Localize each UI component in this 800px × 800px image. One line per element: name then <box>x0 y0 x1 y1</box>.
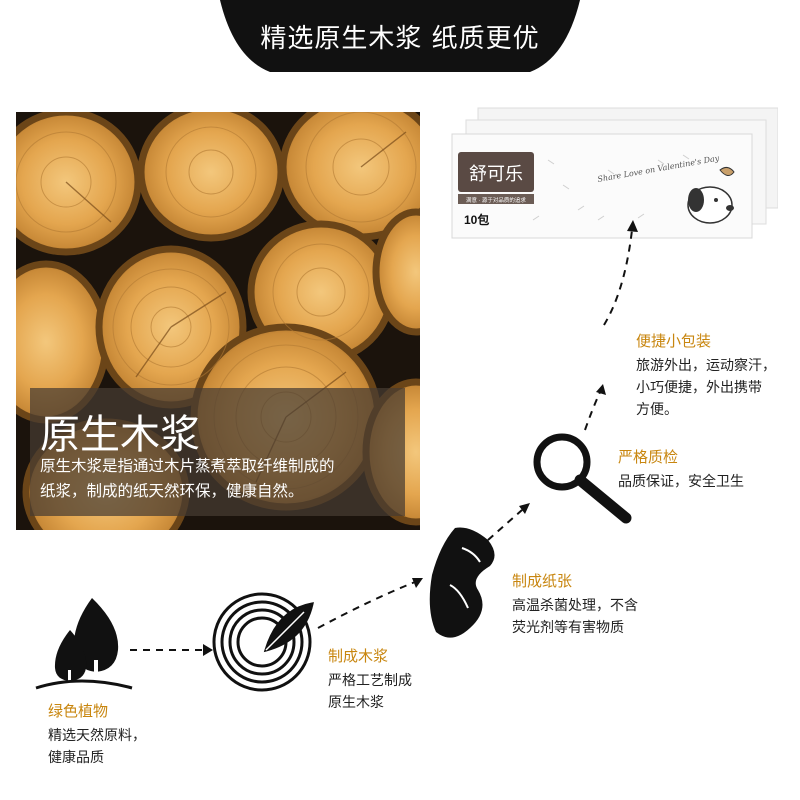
magnifier-icon <box>533 433 632 524</box>
wood-panel-description: 原生木浆是指通过木片蒸煮萃取纤维制成的 纸浆，制成的纸天然环保，健康自然。 <box>40 454 390 504</box>
header-title: 精选原生木浆 纸质更优 <box>260 24 540 54</box>
step-wood-pulp: 制成木浆 严格工艺制成 原生木浆 <box>328 645 412 714</box>
tree-icon <box>35 598 133 690</box>
wood-caption-overlay <box>30 388 405 516</box>
flow-connector-5 <box>603 229 633 326</box>
flow-connector-2 <box>317 581 416 629</box>
step-small-pack: 便捷小包装 旅游外出，运动察汗， 小巧便捷，外出携带 方便。 <box>636 330 776 421</box>
flow-arrow-5 <box>627 220 638 232</box>
step-2-desc-line-2: 原生木浆 <box>328 695 384 711</box>
step-4-title: 严格质检 <box>618 448 679 466</box>
product-slogan: 满意 · 源于对品质的追求 <box>466 196 526 204</box>
wood-panel-title: 原生木浆 <box>40 412 200 458</box>
step-1-desc-line-1: 精选天然原料， <box>48 728 146 744</box>
step-5-desc-line-3: 方便。 <box>636 402 678 418</box>
tissue-package-image: 舒可乐 满意 · 源于对品质的追求 10包 Share Love on Vale… <box>451 107 778 239</box>
paper-roll-icon <box>429 527 495 638</box>
step-5-desc-line-2: 小巧便捷，外出携带 <box>636 380 762 396</box>
product-count: 10包 <box>464 212 489 227</box>
step-3-desc-line-2: 荧光剂等有害物质 <box>512 620 624 636</box>
flow-connector-3 <box>487 509 523 541</box>
wood-desc-line-2: 纸浆，制成的纸天然环保，健康自然。 <box>40 482 304 500</box>
flow-arrow-2 <box>412 578 423 588</box>
step-1-desc-line-2: 健康品质 <box>48 750 104 766</box>
step-2-title: 制成木浆 <box>328 647 389 665</box>
header-banner <box>220 0 580 72</box>
dog-cartoon-icon <box>687 166 735 224</box>
flow-arrow-4 <box>596 384 606 395</box>
flow-arrow-3 <box>519 503 530 514</box>
product-brand: 舒可乐 <box>469 164 523 184</box>
step-3-desc-line-1: 高温杀菌处理，不含 <box>512 598 638 614</box>
step-1-title: 绿色植物 <box>48 702 109 720</box>
flow-connector-4 <box>584 391 601 431</box>
step-4-desc-line-1: 品质保证，安全卫生 <box>618 474 744 490</box>
flow-arrow-1 <box>203 644 213 656</box>
step-3-title: 制成纸张 <box>512 572 573 590</box>
step-2-desc-line-1: 严格工艺制成 <box>328 673 412 689</box>
wood-desc-line-1: 原生木浆是指通过木片蒸煮萃取纤维制成的 <box>40 457 335 475</box>
step-green-plants: 绿色植物 精选天然原料， 健康品质 <box>48 700 146 769</box>
step-paper-making: 制成纸张 高温杀菌处理，不含 荧光剂等有害物质 <box>512 570 638 639</box>
step-quality-check: 严格质检 品质保证，安全卫生 <box>618 446 744 493</box>
step-5-title: 便捷小包装 <box>636 332 712 350</box>
leaf-circle-icon <box>212 592 314 692</box>
step-5-desc-line-1: 旅游外出，运动察汗， <box>636 358 776 374</box>
